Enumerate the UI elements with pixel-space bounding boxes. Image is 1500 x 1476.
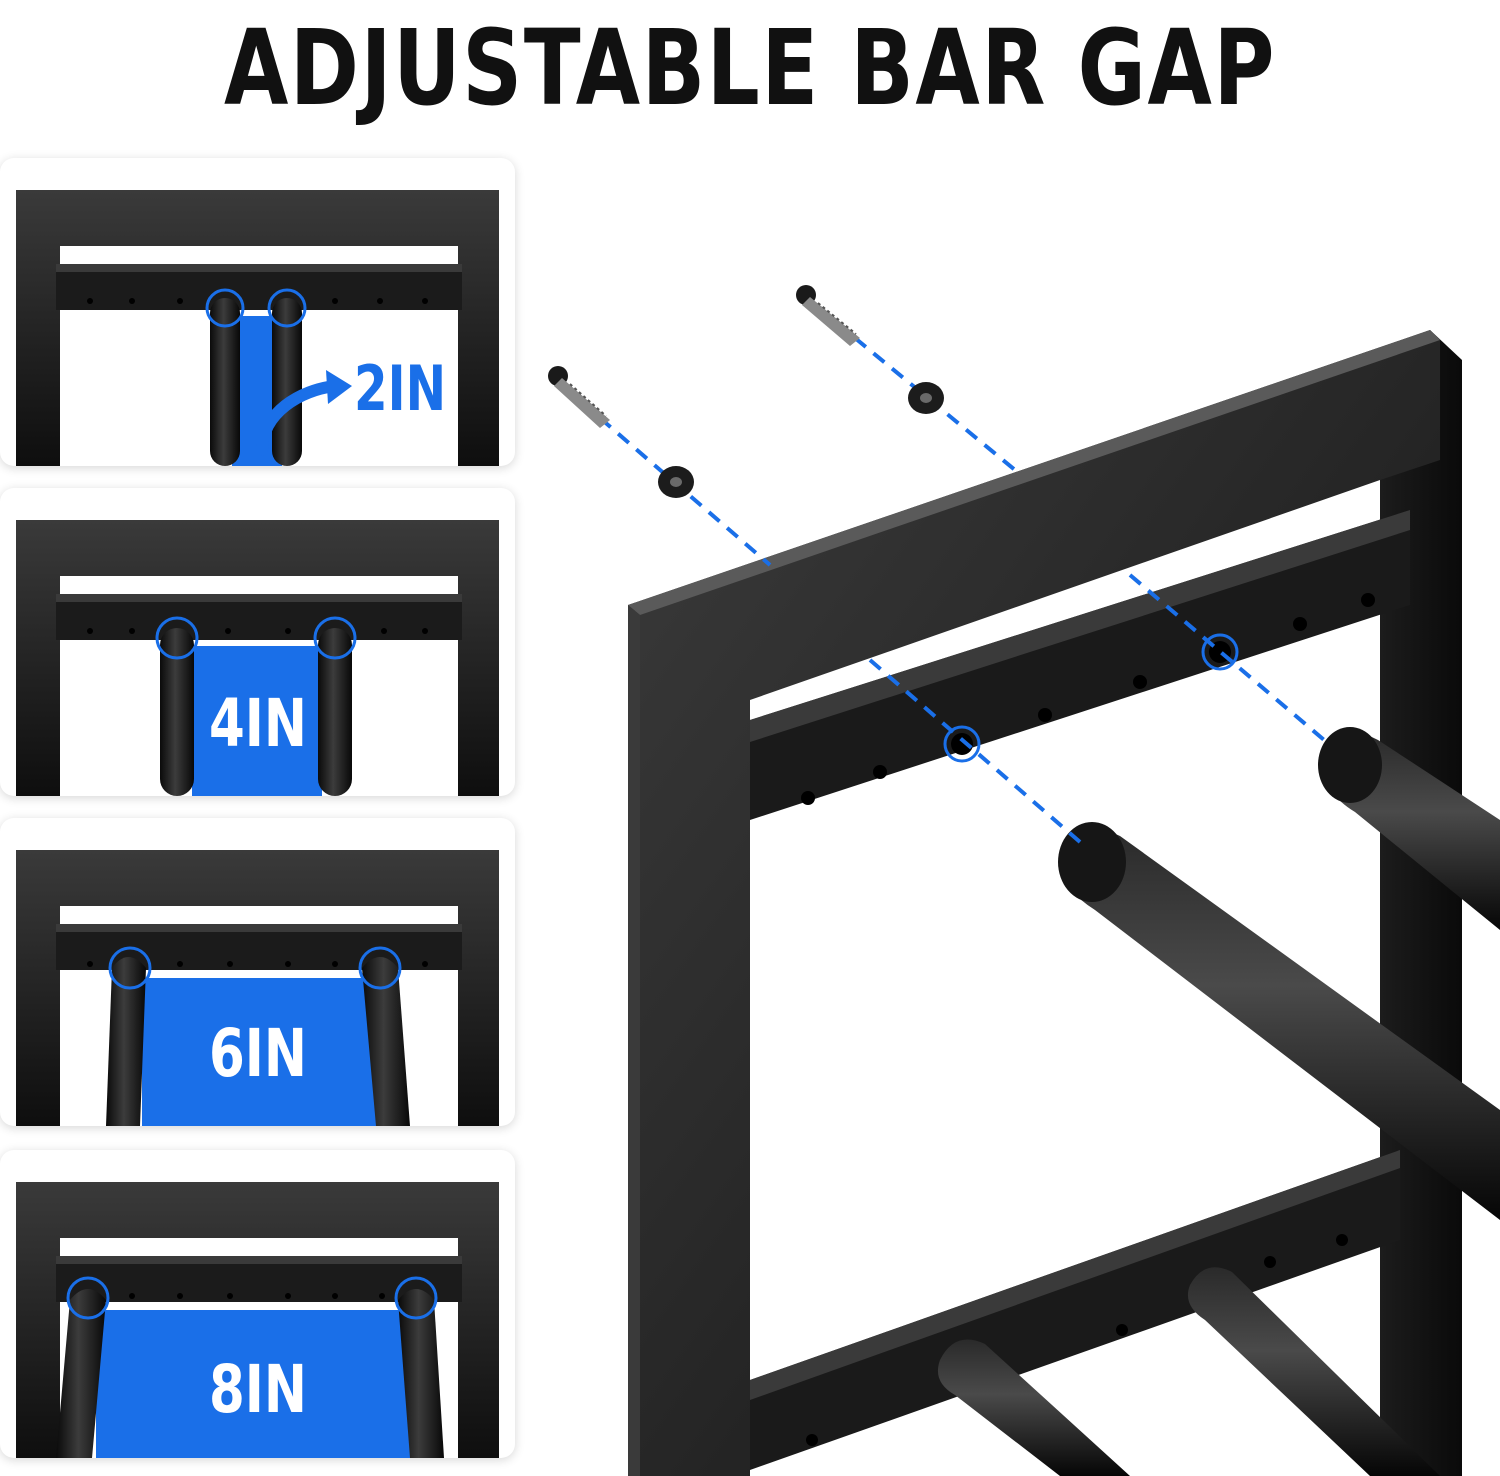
gap-label: 2IN xyxy=(354,353,446,425)
bar-front xyxy=(1059,829,1500,1220)
frame xyxy=(16,850,499,1126)
frame xyxy=(16,190,499,466)
side-post xyxy=(1380,330,1462,1476)
gap-panel-8in: 8IN xyxy=(0,1150,515,1458)
gap-label: 4IN xyxy=(209,685,307,762)
gap-fill xyxy=(142,978,378,1126)
gap-8in-illustration: 8IN xyxy=(16,1182,499,1458)
bottom-crossbar xyxy=(750,1150,1400,1470)
top-crossbar xyxy=(750,510,1410,820)
rack-exploded-view xyxy=(530,270,1500,1476)
arrow-icon xyxy=(256,380,341,456)
bolt-icon xyxy=(548,366,610,428)
front-frame xyxy=(628,330,1440,1476)
crossbar-holes xyxy=(801,593,1375,805)
gap-fill xyxy=(192,646,322,796)
bar-left xyxy=(106,957,146,1126)
bar-left xyxy=(56,1289,106,1458)
gap-fill xyxy=(96,1310,424,1458)
frame xyxy=(16,1182,499,1458)
gap-2in-illustration: 2IN xyxy=(16,190,499,466)
bar-lower-back xyxy=(1187,1267,1440,1476)
gap-panel-4in: 4IN xyxy=(0,488,515,796)
bar-left xyxy=(160,628,194,796)
gap-label: 6IN xyxy=(209,1015,307,1092)
gap-label: 8IN xyxy=(209,1351,307,1428)
rack-illustration xyxy=(548,285,1500,1476)
page-title: ADJUSTABLE BAR GAP xyxy=(223,7,1277,129)
frame xyxy=(16,520,499,796)
gap-panel-6in: 6IN xyxy=(0,818,515,1126)
bar-right xyxy=(362,957,410,1126)
gap-4in-illustration: 4IN xyxy=(16,520,499,796)
bar-left xyxy=(210,298,240,466)
bar-right xyxy=(272,298,302,466)
gap-panel-2in: 2IN xyxy=(0,158,515,466)
gap-6in-illustration: 6IN xyxy=(16,850,499,1126)
washer-icon xyxy=(908,382,944,414)
bar-right xyxy=(318,628,352,796)
bar-lower-front xyxy=(937,1339,1130,1476)
bolt-icon xyxy=(796,285,860,346)
bar-right xyxy=(398,1289,444,1458)
washer-icon xyxy=(658,466,694,498)
